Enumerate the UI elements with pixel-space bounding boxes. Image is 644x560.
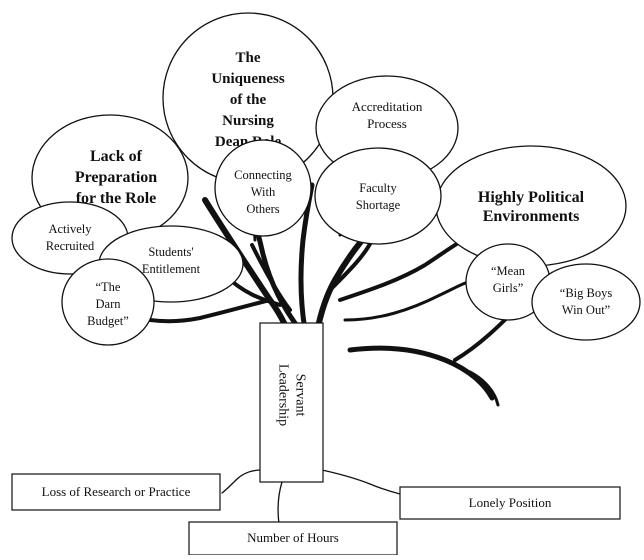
- connecting-line-2: With: [251, 185, 276, 199]
- budget-line-3: Budget”: [87, 314, 129, 328]
- connecting-line-3: Others: [246, 202, 279, 216]
- bubble-big-boys-win-out: [531, 263, 641, 341]
- root-label-number-of-hours: Number of Hours: [247, 530, 339, 545]
- mean-girls-line-2: Girls”: [493, 281, 524, 295]
- accreditation-line-2: Process: [367, 116, 407, 131]
- trunk-label-line-1: Servant: [293, 374, 308, 417]
- lack-prep-line-2: Preparation: [75, 169, 157, 186]
- root-label-lonely-position: Lonely Position: [469, 495, 552, 510]
- root-label-loss-of-research: Loss of Research or Practice: [42, 484, 191, 499]
- big-boys-line-1: “Big Boys: [560, 286, 613, 300]
- accreditation-line-1: Accreditation: [352, 99, 423, 114]
- faculty-line-1: Faculty: [359, 181, 397, 195]
- root-box-loss-of-research: [11, 473, 221, 511]
- bubble-darn-budget: [61, 258, 155, 346]
- political-line-2: Environments: [483, 208, 580, 225]
- connecting-line-1: Connecting: [234, 168, 292, 182]
- trunk-box: [259, 322, 324, 483]
- trunk-label-line-2: Leadership: [276, 364, 291, 426]
- uniqueness-line-3: of the: [230, 92, 267, 108]
- big-boys-line-2: Win Out”: [562, 303, 610, 317]
- entitlement-line-2: Entitlement: [142, 262, 201, 276]
- root-box-lonely-position: [399, 486, 621, 520]
- bubble-connecting-with-others: [214, 139, 312, 237]
- recruited-line-2: Recruited: [46, 239, 95, 253]
- bubble-faculty-shortage: [314, 147, 442, 245]
- budget-line-2: Darn: [96, 297, 122, 311]
- lack-prep-line-3: for the Role: [76, 190, 157, 207]
- political-line-1: Highly Political: [478, 189, 585, 206]
- bubble-highly-political-environments: [435, 145, 627, 267]
- root-box-number-of-hours: [188, 521, 398, 556]
- mean-girls-line-1: “Mean: [491, 264, 526, 278]
- entitlement-line-1: Students': [148, 245, 193, 259]
- uniqueness-line-2: Uniqueness: [211, 71, 285, 87]
- uniqueness-line-4: Nursing: [222, 113, 274, 129]
- faculty-line-2: Shortage: [356, 198, 401, 212]
- uniqueness-line-1: The: [235, 50, 260, 66]
- budget-line-1: “The: [96, 280, 121, 294]
- lack-prep-line-1: Lack of: [90, 148, 143, 165]
- recruited-line-1: Actively: [48, 222, 92, 236]
- tree-roots: [221, 469, 401, 525]
